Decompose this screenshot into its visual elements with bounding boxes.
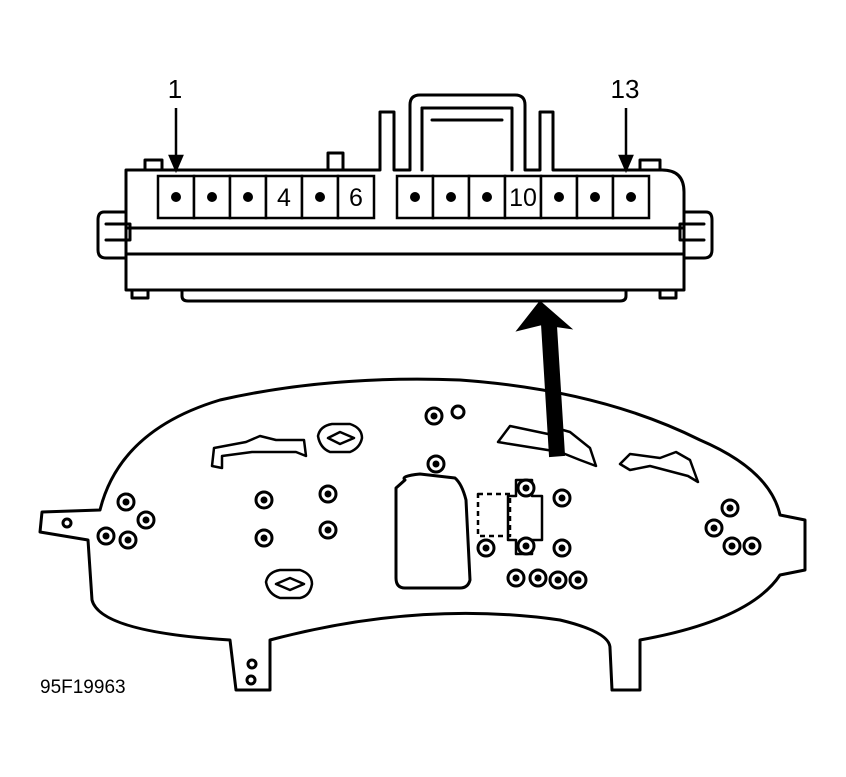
board-hole-center: [522, 542, 530, 550]
board-hole-center: [142, 516, 150, 524]
board-hole-center: [482, 544, 490, 552]
board-hole-center: [260, 534, 268, 542]
location-arrow: [515, 300, 574, 458]
board-hole-center: [728, 542, 736, 550]
connector-pin-3: [228, 174, 268, 220]
board-details: [210, 422, 700, 600]
pin-terminal-dot: [590, 192, 600, 202]
pin-terminal-dot: [482, 192, 492, 202]
pin-start-arrow: [168, 108, 184, 174]
connector-pin-7: [395, 174, 435, 220]
circuit-board: [38, 377, 807, 692]
board-hole-center: [122, 498, 130, 506]
pin-terminal-dot: [207, 192, 217, 202]
pin-label-start: 1: [168, 74, 182, 104]
connector-pin-5: [300, 174, 340, 220]
board-hole-center: [260, 496, 268, 504]
board-holes: [96, 404, 762, 590]
board-hole-center: [124, 536, 132, 544]
board-hole-center: [522, 484, 530, 492]
connector-pin-4: 4: [264, 174, 304, 220]
connector-pin-8: [431, 174, 471, 220]
board-hole-center: [558, 544, 566, 552]
pin-label-end: 13: [611, 74, 640, 104]
connector-pin-9: [467, 174, 507, 220]
pin-number-label: 10: [509, 184, 537, 212]
board-hole-center: [534, 574, 542, 582]
connector-pin-1: [156, 174, 196, 220]
connector-pin-10: 10: [503, 174, 543, 220]
board-hole-center: [574, 576, 582, 584]
connector-housing: [96, 93, 714, 303]
pin-terminal-dot: [626, 192, 636, 202]
connector-pin-13: [611, 174, 651, 220]
connector-pin-12: [575, 174, 615, 220]
board-hole-center: [554, 576, 562, 584]
pin-number-label: 4: [277, 184, 291, 212]
pin-terminal-dot: [315, 192, 325, 202]
pin-end-arrow: [618, 108, 634, 174]
board-hole-center: [748, 542, 756, 550]
pin-terminal-dot: [171, 192, 181, 202]
figure-code: 95F19963: [40, 677, 126, 698]
pin-terminal-dot: [446, 192, 456, 202]
board-hole-center: [558, 494, 566, 502]
board-hole-center: [430, 412, 438, 420]
connector-pin-11: [539, 174, 579, 220]
pin-terminal-dot: [243, 192, 253, 202]
board-hole-center: [324, 490, 332, 498]
pin-terminal-dot: [554, 192, 564, 202]
pin-terminal-dot: [410, 192, 420, 202]
connector-pin-row: 4 6 10: [156, 174, 651, 220]
board-hole-center: [726, 504, 734, 512]
board-hole-center: [324, 526, 332, 534]
board-hole-center: [512, 574, 520, 582]
pin-number-label: 6: [349, 184, 363, 212]
board-hole-center: [432, 460, 440, 468]
connector-pin-2: [192, 174, 232, 220]
board-hole-center: [102, 532, 110, 540]
connector-pin-6: 6: [336, 174, 376, 220]
board-hole: [450, 404, 466, 420]
board-hole-center: [710, 524, 718, 532]
